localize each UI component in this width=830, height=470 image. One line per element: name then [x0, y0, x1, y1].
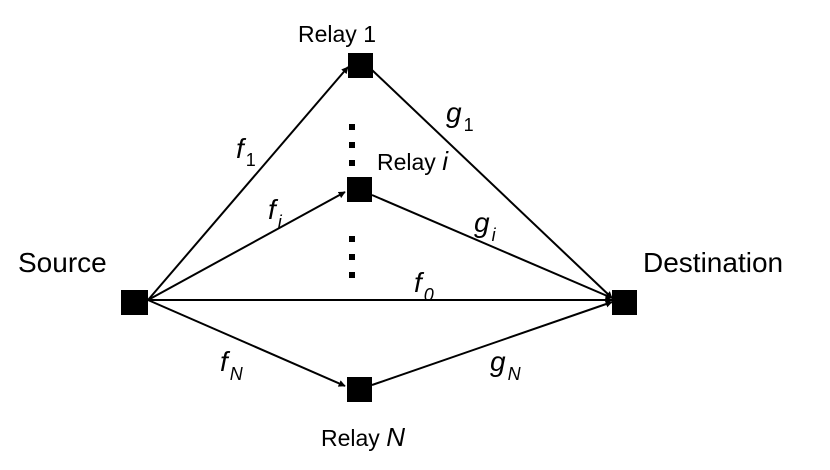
destination-node	[612, 290, 637, 315]
relay-n-index: N	[386, 422, 405, 452]
dot	[349, 254, 355, 260]
nodes	[121, 53, 637, 402]
dot	[349, 142, 355, 148]
source-label: Source	[18, 247, 107, 278]
dot	[349, 160, 355, 166]
relay-i-index: i	[442, 146, 449, 176]
edge-relay-n-destination	[371, 300, 613, 386]
relay-i-node	[347, 177, 372, 202]
f1-symbol: f	[236, 133, 247, 164]
edge-relay-i-destination	[371, 194, 613, 299]
fN-subscript: N	[230, 364, 244, 384]
edge-relay-1-destination	[371, 69, 613, 299]
fi-subscript: i	[278, 212, 283, 232]
relay-n-prefix: Relay	[321, 425, 386, 451]
relay-i-prefix: Relay	[377, 149, 442, 175]
gN-subscript: N	[508, 364, 522, 384]
relay-1-label: Relay 1	[298, 21, 376, 47]
dot	[349, 272, 355, 278]
fi-symbol: f	[268, 194, 279, 225]
relay-n-label: Relay N	[321, 422, 405, 452]
dot	[349, 236, 355, 242]
gN-symbol: g	[490, 346, 506, 377]
gi-subscript: i	[492, 225, 497, 245]
edge-source-relay-i	[147, 191, 346, 301]
source-node	[121, 290, 148, 315]
gi-symbol: g	[474, 207, 490, 238]
g1-subscript: 1	[464, 115, 474, 135]
relay-1-node	[348, 53, 373, 78]
dot	[349, 124, 355, 130]
destination-label: Destination	[643, 247, 783, 278]
f0-symbol: f	[414, 267, 425, 298]
ellipsis-dots	[349, 124, 355, 278]
relay-i-label: Relay i	[377, 146, 449, 176]
f0-subscript: 0	[424, 285, 434, 305]
fN-symbol: f	[220, 346, 231, 377]
edge-source-relay-n	[147, 299, 346, 387]
relay-n-node	[347, 377, 372, 402]
g1-symbol: g	[446, 97, 462, 128]
f1-subscript: 1	[246, 150, 256, 170]
edges	[147, 66, 613, 387]
edge-source-relay-1	[147, 66, 349, 301]
